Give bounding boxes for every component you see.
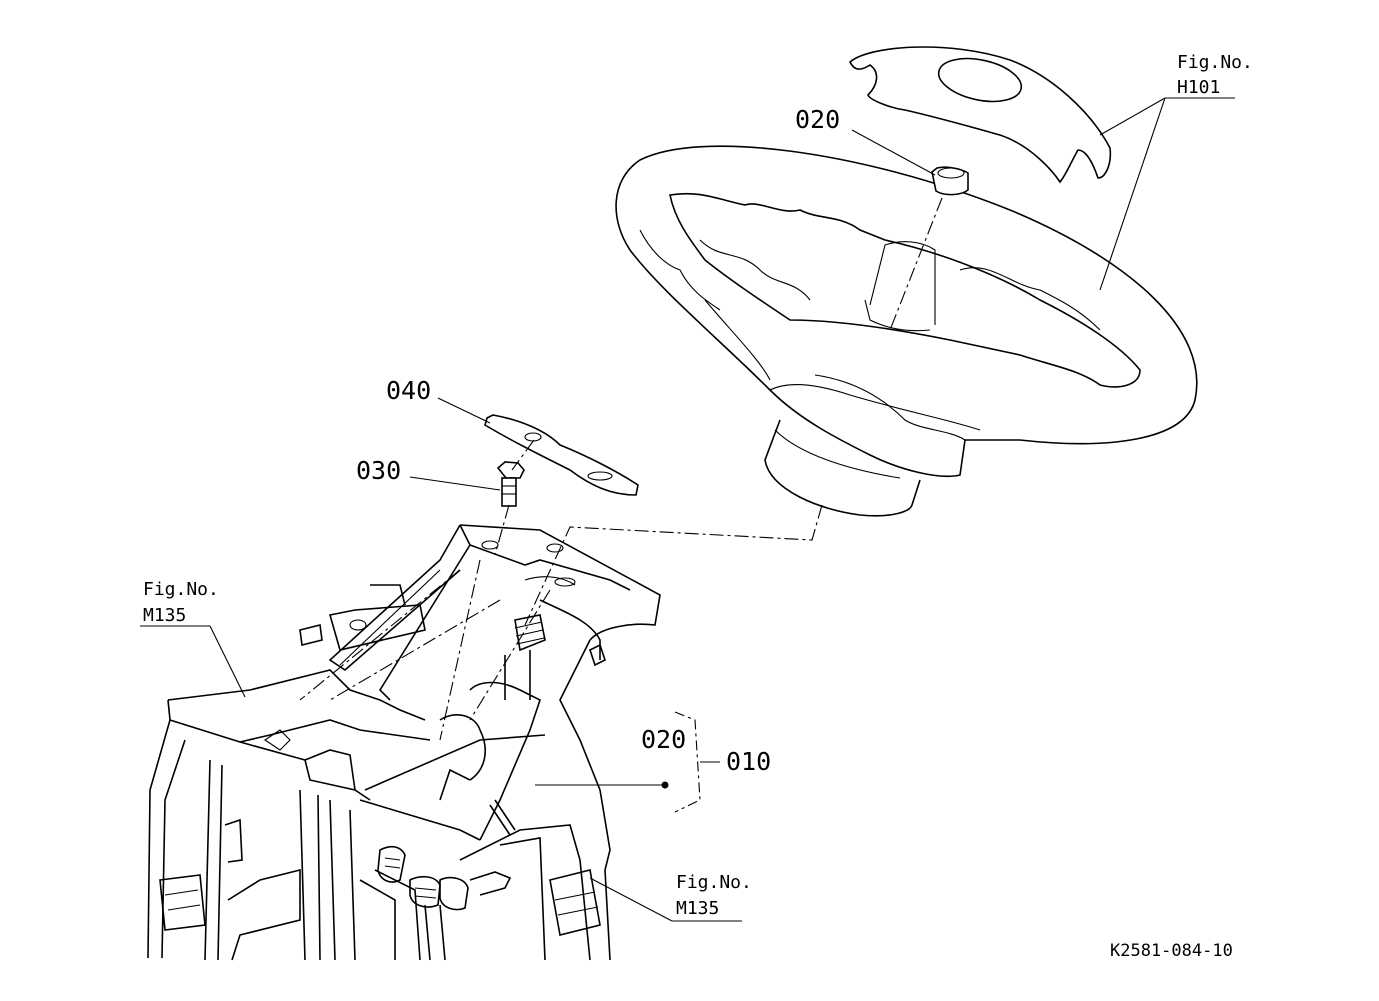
bolt-030	[496, 461, 525, 507]
steering-wheel	[615, 145, 1198, 517]
fig-ref-h101-line2: H101	[1177, 77, 1220, 98]
fig-ref-m135-right-line1: Fig.No.	[676, 872, 752, 893]
fig-ref-h101-line1: Fig.No.	[1177, 52, 1253, 73]
callout-labels: 020 040 030 020 010	[356, 105, 840, 776]
figure-references: Fig.No. H101 Fig.No. M135 Fig.No. M135	[143, 52, 1253, 919]
callout-040: 040	[386, 376, 431, 405]
plate-040	[484, 414, 639, 496]
assembly-lines	[299, 197, 943, 741]
fig-ref-m135-right-line2: M135	[676, 898, 719, 919]
callout-020-bottom: 020	[641, 725, 686, 754]
callout-020-top: 020	[795, 105, 840, 134]
callout-030: 030	[356, 456, 401, 485]
nut-020	[931, 166, 969, 196]
leader-lines	[140, 97, 1235, 922]
horn-cap	[849, 46, 1112, 184]
steering-column-frame	[147, 524, 661, 961]
fig-ref-m135-left-line1: Fig.No.	[143, 579, 219, 600]
drawing-code: K2581-084-10	[1110, 941, 1233, 961]
fig-ref-m135-left-line2: M135	[143, 605, 186, 626]
callout-010: 010	[726, 747, 771, 776]
